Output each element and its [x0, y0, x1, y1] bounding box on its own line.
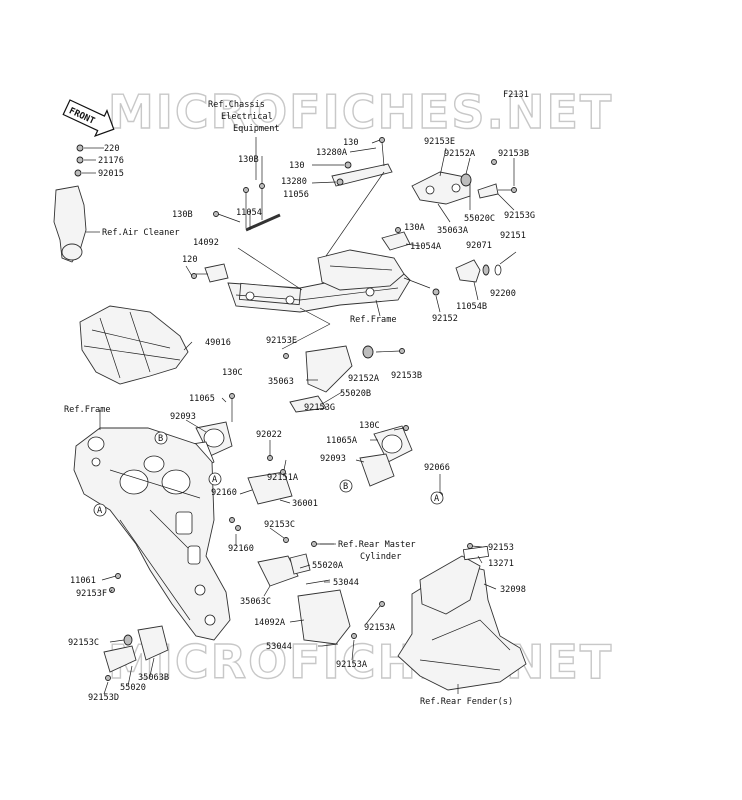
part-label: 130B — [238, 155, 259, 165]
ref-rear-fender: Ref.Rear Fender(s) — [420, 697, 513, 707]
part-label: 220 — [104, 144, 120, 154]
part-label: 92151 — [500, 231, 526, 241]
part-label: 92153B — [498, 149, 529, 159]
part-label: 92160 — [228, 544, 254, 554]
part-label: 53044 — [266, 642, 292, 652]
part-label: 92200 — [490, 289, 516, 299]
part-label: 92153A — [364, 623, 396, 633]
part-label: 35063A — [437, 226, 469, 236]
part-label: 32098 — [500, 585, 526, 595]
part-label: 92153G — [304, 403, 335, 413]
middle-step-bracket — [283, 345, 405, 413]
part-label: 92153G — [504, 211, 535, 221]
plate-14092A — [297, 589, 385, 647]
callout-a-1: A — [212, 475, 218, 485]
part-label: 92153A — [336, 660, 368, 670]
ref-frame-top: Ref.Frame — [350, 315, 397, 325]
part-label: 11065A — [326, 436, 358, 446]
part-label: 55020A — [312, 561, 344, 571]
diagram-id: F2131 — [503, 90, 529, 100]
part-label: 92151A — [267, 473, 299, 483]
ref-rear-master-1: Ref.Rear Master — [338, 540, 416, 550]
part-label: 11054B — [456, 302, 487, 312]
part-label: 92153D — [88, 693, 119, 703]
part-label: 92153C — [264, 520, 295, 530]
part-label: 92153F — [76, 589, 107, 599]
part-label: 11056 — [283, 190, 309, 200]
part-label: 130 — [343, 138, 359, 148]
part-label: 130B — [172, 210, 193, 220]
main-frame — [73, 427, 231, 641]
lower-left-step-bracket — [103, 625, 169, 681]
part-label: 55020 — [120, 683, 146, 693]
part-label: 92153E — [424, 137, 455, 147]
part-label: 92153 — [488, 543, 514, 553]
part-label: 11054 — [236, 208, 262, 218]
upper-frame-assembly — [185, 249, 411, 313]
part-label: 92152A — [348, 374, 380, 384]
ref-frame-left: Ref.Frame — [64, 405, 111, 415]
part-label: 92153E — [266, 336, 297, 346]
part-label: 130 — [289, 161, 305, 171]
part-label: 53044 — [333, 578, 359, 588]
callout-circles: A A A B B — [93, 431, 444, 517]
part-label: 11065 — [189, 394, 215, 404]
rear-fender-assembly — [397, 543, 527, 691]
part-label: 36001 — [292, 499, 318, 509]
part-label: 49016 — [205, 338, 231, 348]
air-cleaner-duct — [53, 144, 100, 263]
part-label: 11054A — [410, 242, 442, 252]
part-label: 14092A — [254, 618, 286, 628]
callout-a-2: A — [97, 506, 103, 516]
part-label: 130A — [404, 223, 426, 233]
part-label: 11061 — [70, 576, 96, 586]
part-label: 35063 — [268, 377, 294, 387]
side-cover-11065A — [359, 425, 443, 498]
ref-chassis-electrical-1: Ref.Chassis — [208, 100, 265, 110]
upper-step-bracket — [411, 159, 517, 205]
bracket-11054A — [381, 227, 411, 251]
part-label: 21176 — [98, 156, 124, 166]
lower-right-step-bracket — [257, 537, 334, 587]
plate-36001 — [229, 455, 293, 531]
part-label: 92153C — [68, 638, 99, 648]
part-label: 92160 — [211, 488, 237, 498]
heat-shield-49016 — [79, 305, 189, 385]
callout-b-1: B — [158, 434, 163, 444]
watermark-bottom: MICROFICHES.NET — [108, 635, 613, 689]
part-label: 92153B — [391, 371, 422, 381]
bracket-11054B — [403, 251, 517, 296]
part-label: 13280A — [316, 148, 348, 158]
part-label: 13271 — [488, 559, 514, 569]
part-label: 55020C — [464, 214, 495, 224]
part-label: 35063C — [240, 597, 271, 607]
part-label: 120 — [182, 255, 198, 265]
part-label: 14092 — [193, 238, 219, 248]
part-label: 35063B — [138, 673, 169, 683]
bracket-rod-11054 — [213, 183, 281, 232]
ref-chassis-electrical-3: Equipment — [233, 124, 280, 134]
part-label: 92022 — [256, 430, 282, 440]
part-label: 92066 — [424, 463, 450, 473]
part-label: 92071 — [466, 241, 492, 251]
part-label: 130C — [222, 368, 243, 378]
ref-air-cleaner: Ref.Air Cleaner — [102, 228, 180, 238]
part-label: 92152A — [444, 149, 476, 159]
watermark-top: MICROFICHES.NET — [108, 85, 613, 139]
ref-chassis-electrical-2: Electrical — [221, 112, 273, 122]
part-label: 92093 — [320, 454, 346, 464]
callout-b-2: B — [343, 482, 348, 492]
part-label: 13280 — [281, 177, 307, 187]
leader-lines — [96, 137, 515, 695]
ref-rear-master-2: Cylinder — [360, 552, 401, 562]
part-label: 130C — [359, 421, 380, 431]
callout-a-3: A — [434, 494, 440, 504]
part-label: 92015 — [98, 169, 124, 179]
part-label: 55020B — [340, 389, 371, 399]
bracket-11056 — [325, 137, 393, 257]
part-label: 92093 — [170, 412, 196, 422]
part-label: 92152 — [432, 314, 458, 324]
